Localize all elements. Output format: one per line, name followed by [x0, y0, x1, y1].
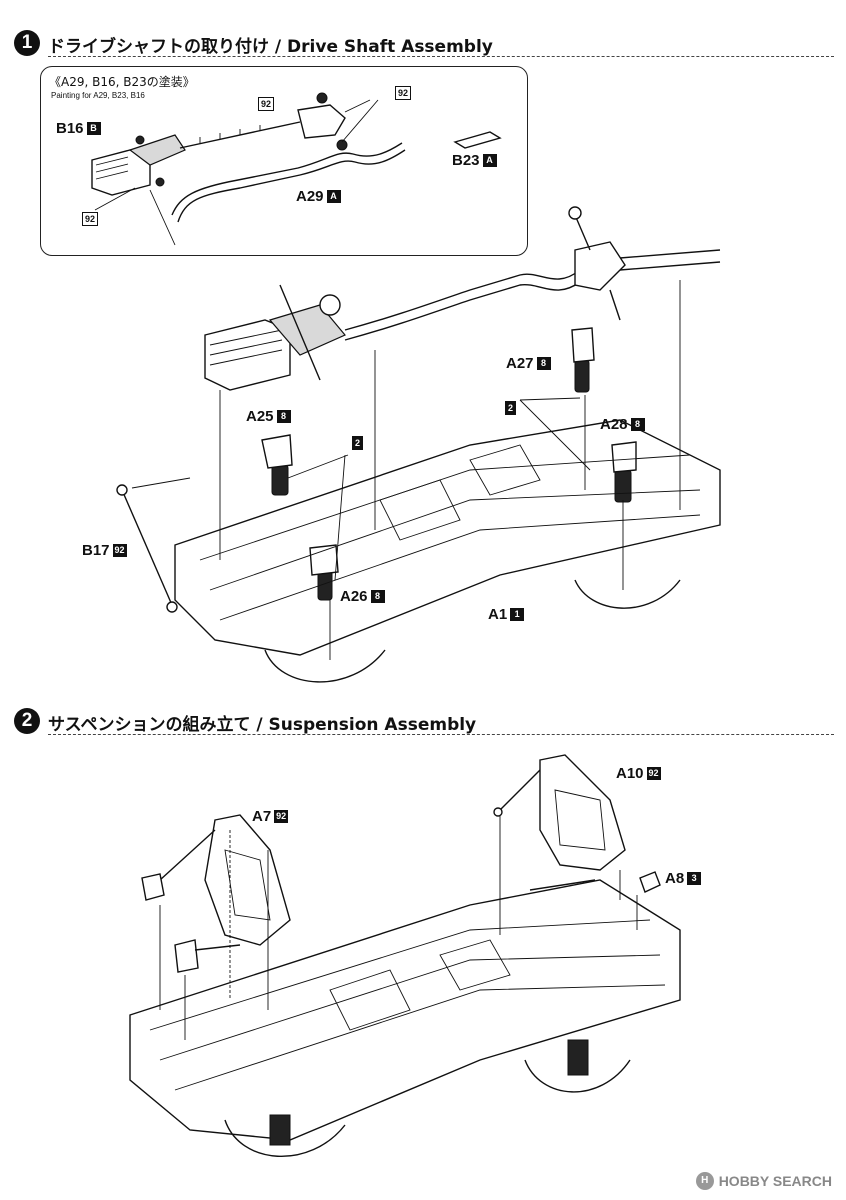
label-a27: A27 8: [506, 355, 551, 372]
label-a26-text: A26: [340, 588, 368, 605]
label-a29-text: A29: [296, 188, 324, 205]
step1-header: 1 ドライブシャフトの取り付け / Drive Shaft Assembly: [14, 30, 834, 60]
label-a10: A10 92: [616, 765, 661, 782]
label-a8: A8 3: [665, 870, 702, 887]
label-a7-text: A7: [252, 808, 272, 825]
step2-number: 2: [14, 708, 40, 734]
label-a26: A26 8: [340, 588, 385, 605]
paint-tag-inset-1: 92: [258, 97, 275, 111]
label-a28: A28 8: [600, 416, 645, 433]
label-a25-badge: 8: [276, 410, 291, 423]
label-a28-badge: 8: [630, 418, 645, 431]
label-a1-badge: 1: [510, 608, 525, 621]
label-a10-text: A10: [616, 765, 644, 782]
label-a8-text: A8: [665, 870, 685, 887]
label-b16-text: B16: [56, 120, 84, 137]
step1-number: 1: [14, 30, 40, 56]
label-a28-text: A28: [600, 416, 628, 433]
label-a1: A1 1: [488, 606, 525, 623]
label-b17-badge: 92: [112, 544, 127, 557]
label-b16-badge: B: [86, 122, 101, 135]
step1-chassis-drawing: [116, 206, 721, 683]
label-a29-badge: A: [326, 190, 341, 203]
label-b23-text: B23: [452, 152, 480, 169]
label-a8-badge: 3: [687, 872, 702, 885]
label-a27-text: A27: [506, 355, 534, 372]
label-b23: B23 A: [452, 152, 497, 169]
paint-tag-inset-3: 92: [82, 212, 99, 226]
label-a25-text: A25: [246, 408, 274, 425]
label-b16: B16 B: [56, 120, 101, 137]
count-tag-1: 2: [352, 436, 364, 450]
label-a7: A7 92: [252, 808, 289, 825]
paint-tag-inset-2: 92: [395, 86, 412, 100]
step2-header: 2 サスペンションの組み立て / Suspension Assembly: [14, 708, 834, 738]
step2-divider: [48, 734, 834, 735]
label-a29: A29 A: [296, 188, 341, 205]
inset-driveshaft-drawing: [91, 92, 502, 246]
label-a7-badge: 92: [274, 810, 289, 823]
watermark-text: HOBBY SEARCH: [718, 1173, 832, 1189]
step1-divider: [48, 56, 834, 57]
label-b17-text: B17: [82, 542, 110, 559]
step1-title: ドライブシャフトの取り付け / Drive Shaft Assembly: [48, 37, 493, 57]
label-a25: A25 8: [246, 408, 291, 425]
inset-subtitle: Painting for A29, B23, B16: [51, 91, 145, 100]
label-a10-badge: 92: [646, 767, 661, 780]
label-a27-badge: 8: [536, 357, 551, 370]
label-b17: B17 92: [82, 542, 127, 559]
count-tag-2: 2: [505, 401, 517, 415]
step2-chassis-drawing: [129, 754, 681, 1157]
hobby-search-watermark: H HOBBY SEARCH: [695, 1172, 832, 1190]
step2-title: サスペンションの組み立て / Suspension Assembly: [48, 715, 477, 735]
label-b23-badge: A: [482, 154, 497, 167]
label-a1-text: A1: [488, 606, 508, 623]
hobby-search-logo-icon: H: [695, 1172, 714, 1190]
label-a26-badge: 8: [370, 590, 385, 603]
inset-title: 《A29, B16, B23の塗装》: [49, 75, 195, 89]
